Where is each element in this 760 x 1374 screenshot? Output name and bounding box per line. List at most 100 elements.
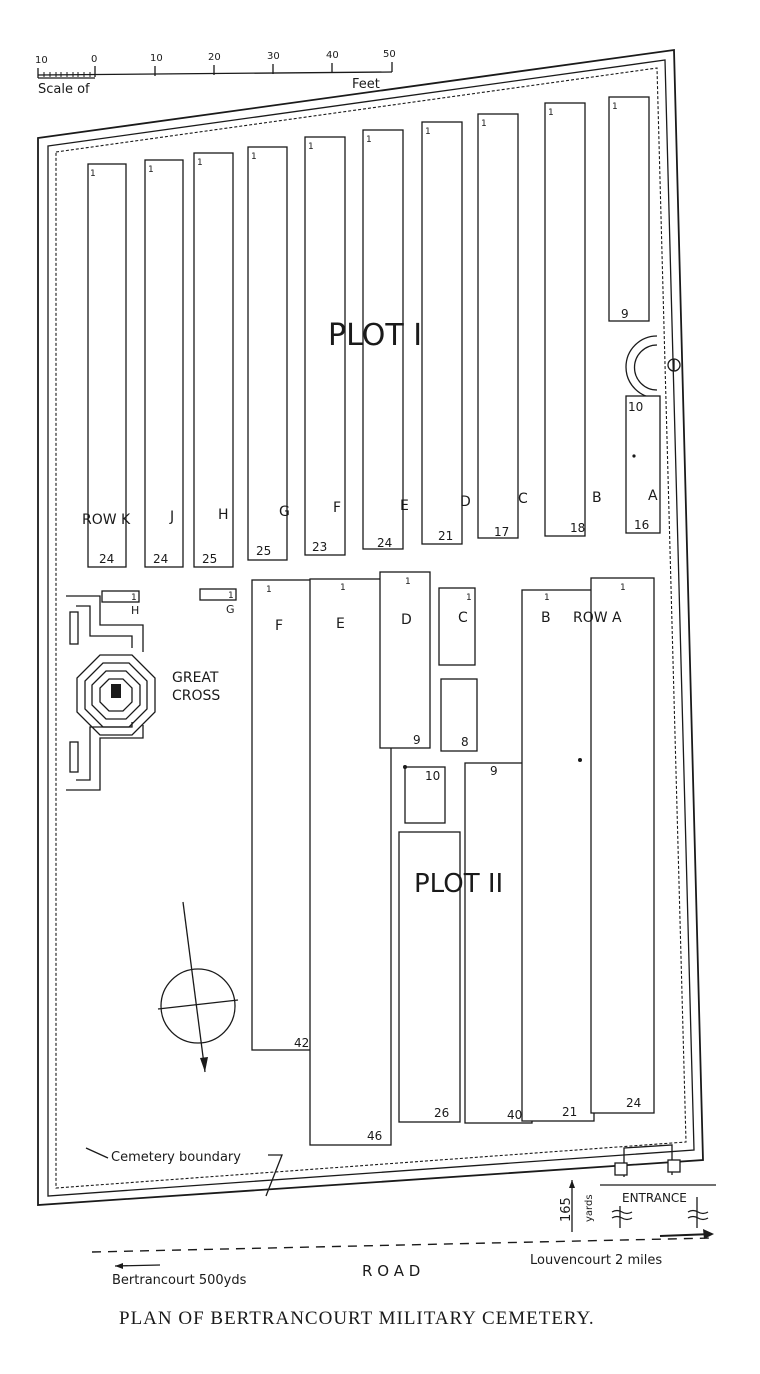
distance-marker: 165 yards xyxy=(559,1180,595,1232)
row-last-number: 25 xyxy=(256,544,271,558)
row-first-number: 1 xyxy=(148,165,154,175)
plot1-row-k xyxy=(87,163,127,568)
plot-2: PLOT II F 1 42 E 1 46 D 1 9 C 1 8 10 9 2… xyxy=(251,571,655,1146)
small-grave-h xyxy=(101,590,140,603)
plot-1: PLOT I ROW K 1 24 J 1 24 H 1 25 G 1 25 F… xyxy=(82,96,661,568)
plot1-row-a-lower xyxy=(625,395,661,534)
row-letter: B xyxy=(592,490,602,506)
row-last-number: 42 xyxy=(294,1036,309,1050)
row-letter: ROW A xyxy=(573,610,622,626)
plot1-row-f xyxy=(304,136,346,556)
plot2-row-40 xyxy=(464,762,533,1124)
plot2-row-d xyxy=(379,571,431,749)
scale-bar: 10 0 10 20 30 40 50 Scale of Feet xyxy=(35,49,396,97)
plot2-label: PLOT II xyxy=(414,869,503,899)
row-first-number: 10 xyxy=(425,769,440,783)
scale-unit: Feet xyxy=(352,77,380,92)
plot2-row-b xyxy=(521,589,595,1122)
plot1-row-c xyxy=(477,113,519,539)
row-letter: F xyxy=(333,500,341,516)
scale-tick: 10 xyxy=(35,55,48,66)
scale-tick: 30 xyxy=(267,51,280,62)
plot2-row-10 xyxy=(404,766,446,824)
row-first-number: 10 xyxy=(628,400,643,414)
row-letter: C xyxy=(518,491,528,507)
plot1-row-e xyxy=(362,129,404,550)
row-last-number: 40 xyxy=(507,1108,522,1122)
row-first-number: 1 xyxy=(266,585,272,595)
distance-unit: yards xyxy=(584,1194,595,1222)
plot2-row-a xyxy=(590,577,655,1114)
row-last-number: 9 xyxy=(621,307,629,321)
small-grave-letter: H xyxy=(131,604,139,617)
row-letter: D xyxy=(460,494,471,510)
scale-label: Scale of xyxy=(38,82,90,97)
scale-tick: 40 xyxy=(326,50,339,61)
plot2-row-e xyxy=(309,578,392,1146)
row-first-number: 1 xyxy=(308,142,314,152)
louvencourt-label: Louvencourt 2 miles xyxy=(530,1253,662,1268)
small-grave-number: 1 xyxy=(131,593,137,603)
row-last-number: 9 xyxy=(413,733,421,747)
great-cross-label: CROSS xyxy=(172,688,220,704)
entrance-label: ENTRANCE xyxy=(622,1191,687,1205)
row-last-number: 24 xyxy=(99,552,114,566)
plot2-row-c xyxy=(438,587,476,666)
scale-tick: 20 xyxy=(208,52,221,63)
row-first-number: 1 xyxy=(197,158,203,168)
scale-tick: 0 xyxy=(91,54,97,65)
row-letter: H xyxy=(218,507,229,523)
cemetery-boundary xyxy=(37,48,704,1206)
plot1-row-g xyxy=(247,146,288,561)
row-first-number: 1 xyxy=(466,593,472,603)
row-first-number: 9 xyxy=(490,764,498,778)
great-cross-label: GREAT xyxy=(172,670,219,686)
row-last-number: 17 xyxy=(494,525,509,539)
plot1-row-a-upper xyxy=(608,96,650,322)
plot1-row-d xyxy=(421,121,463,545)
distance-value: 165 xyxy=(559,1197,574,1222)
row-first-number: 1 xyxy=(405,577,411,587)
boundary-label: Cemetery boundary xyxy=(111,1150,241,1165)
road: R O A D Bertrancourt 500yds Louvencourt … xyxy=(91,1229,714,1288)
plot2-row-f xyxy=(251,579,321,1051)
plot2-row-8 xyxy=(440,678,478,752)
row-first-number: 1 xyxy=(481,119,487,129)
row-last-number: 24 xyxy=(377,536,392,550)
row-first-number: 1 xyxy=(548,108,554,118)
row-last-number: 46 xyxy=(367,1129,382,1143)
row-last-number: 25 xyxy=(202,552,217,566)
scale-tick: 10 xyxy=(150,53,163,64)
row-letter: ROW K xyxy=(82,512,131,528)
row-first-number: 1 xyxy=(340,583,346,593)
row-letter: C xyxy=(458,610,468,626)
row-last-number: 21 xyxy=(562,1105,577,1119)
small-grave-g xyxy=(199,588,237,601)
row-first-number: 1 xyxy=(544,593,550,603)
row-letter: G xyxy=(279,504,290,520)
road-label: R O A D xyxy=(362,1262,420,1280)
row-first-number: 1 xyxy=(425,127,431,137)
plot2-row-26 xyxy=(398,831,461,1123)
plot1-row-h xyxy=(193,152,234,568)
row-last-number: 16 xyxy=(634,518,649,532)
row-letter: A xyxy=(648,488,658,504)
row-first-number: 1 xyxy=(90,169,96,179)
row-letter: D xyxy=(401,612,412,628)
great-cross: GREAT CROSS xyxy=(66,595,220,791)
row-last-number: 26 xyxy=(434,1106,449,1120)
entrance: ENTRANCE xyxy=(600,1144,716,1228)
row-last-number: 24 xyxy=(626,1096,641,1110)
row-first-number: 1 xyxy=(612,102,618,112)
row-last-number: 18 xyxy=(570,521,585,535)
compass-icon xyxy=(157,901,239,1073)
plot1-label: PLOT I xyxy=(328,318,422,353)
small-grave-letter: G xyxy=(226,603,235,616)
row-first-number: 1 xyxy=(620,583,626,593)
row-letter: F xyxy=(275,618,283,634)
row-letter: J xyxy=(169,509,174,525)
page-title: PLAN OF BERTRANCOURT MILITARY CEMETERY. xyxy=(119,1308,595,1329)
row-letter: E xyxy=(336,616,345,632)
plot1-row-b xyxy=(544,102,586,537)
